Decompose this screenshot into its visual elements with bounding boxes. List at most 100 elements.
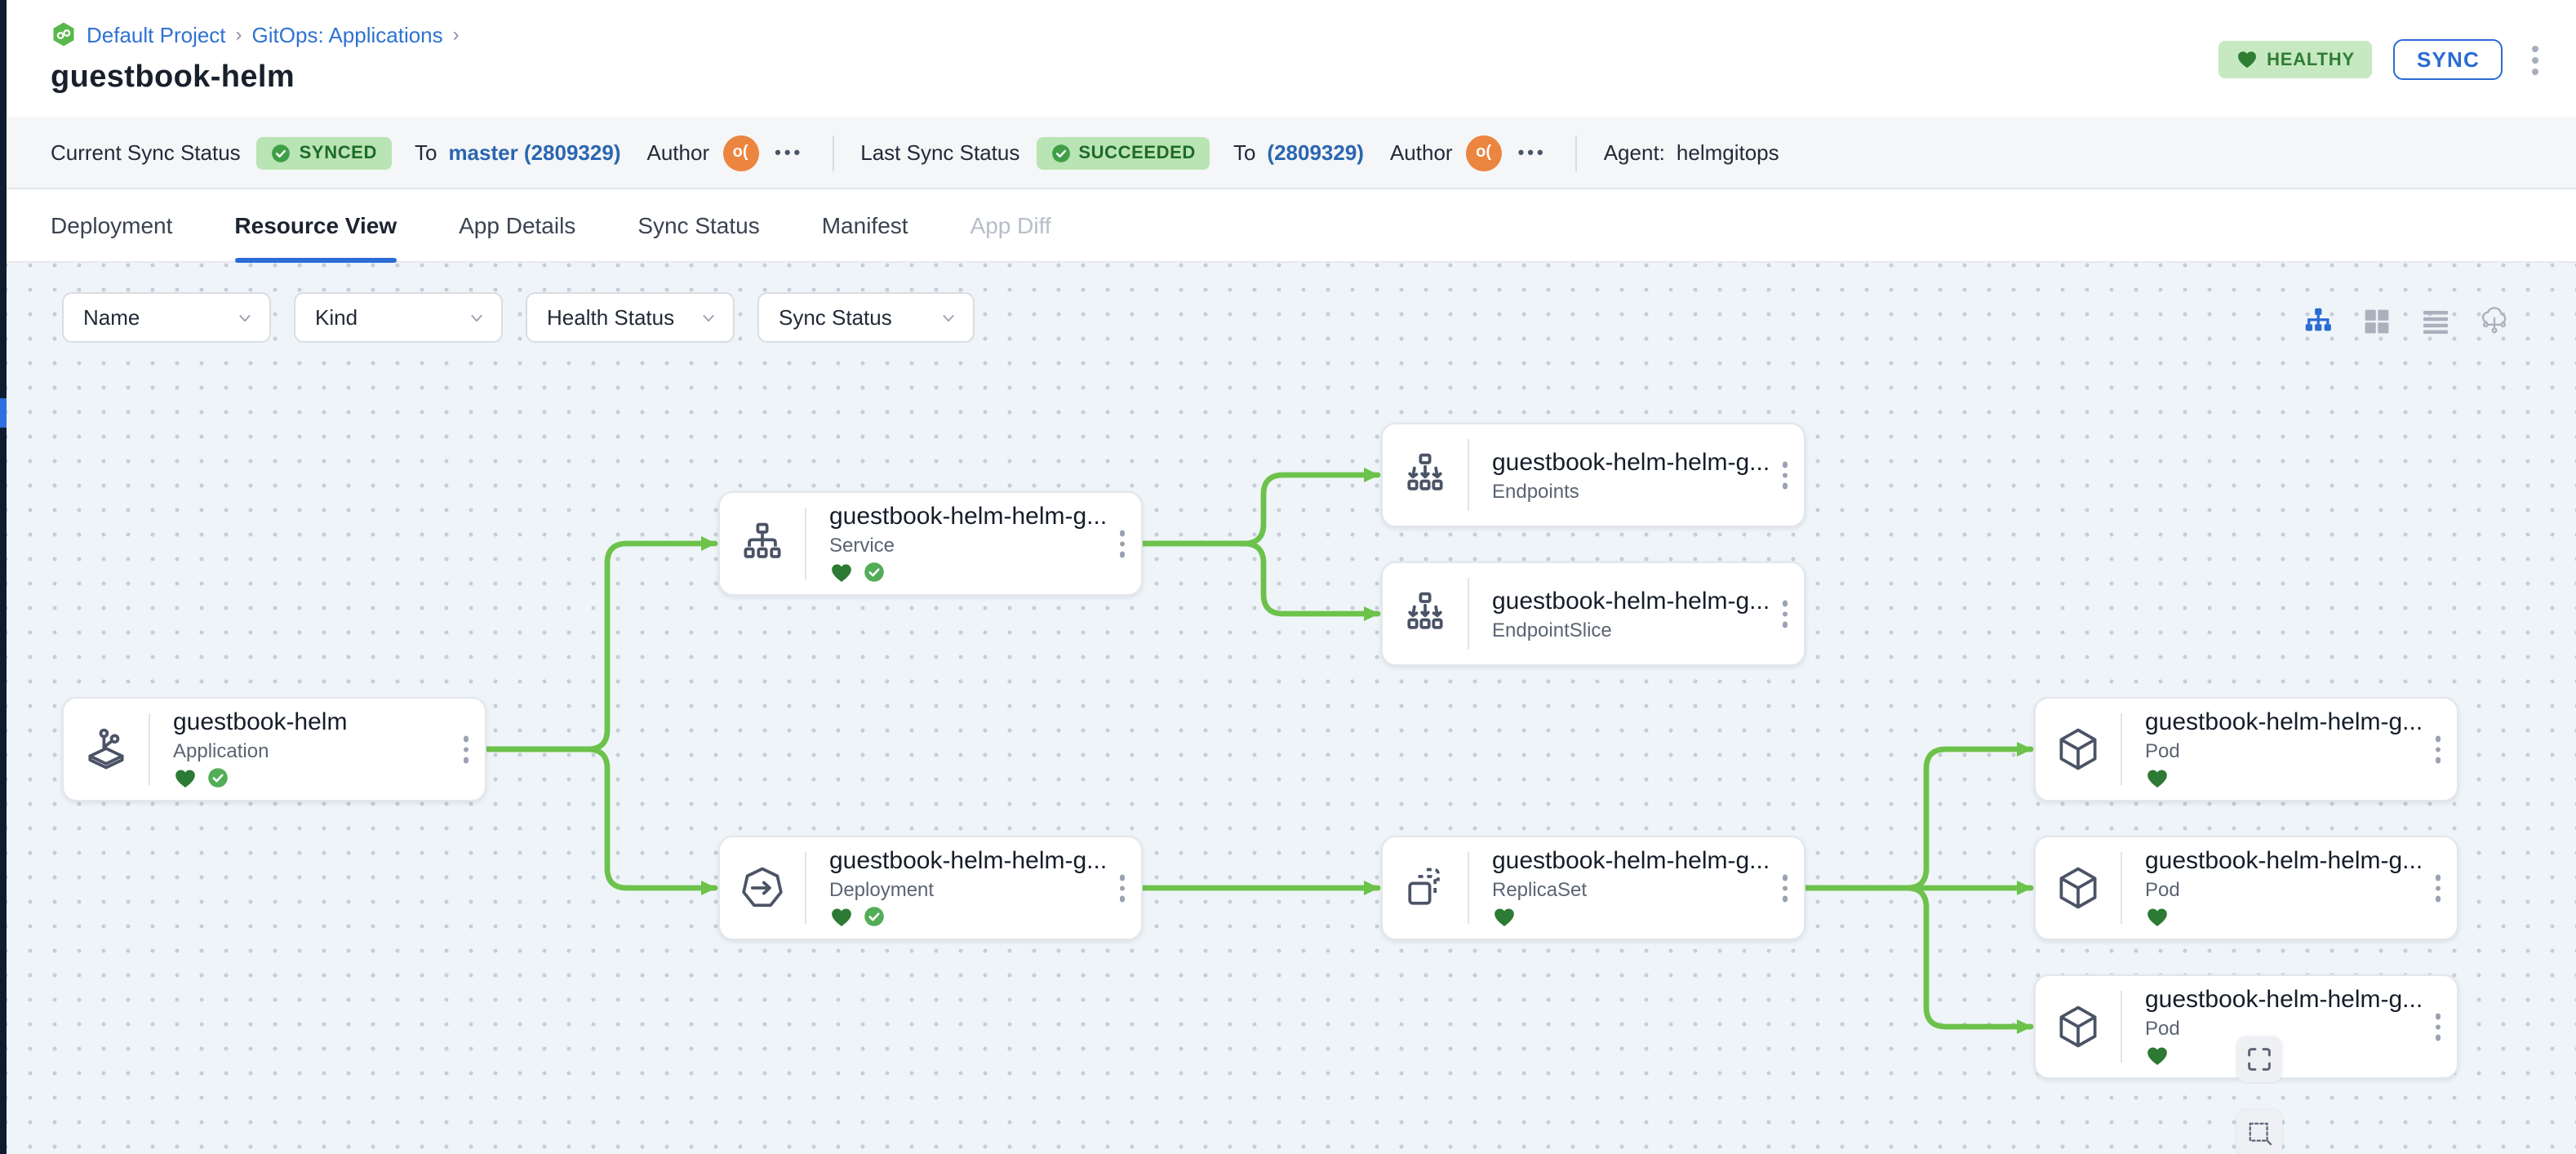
node-menu-button[interactable] [2428, 1007, 2447, 1047]
check-circle-icon [272, 143, 291, 162]
resource-node-deployment[interactable]: guestbook-helm-helm-g... Deployment [718, 836, 1143, 940]
resource-name: guestbook-helm-helm-g... [829, 847, 1108, 875]
tab-app-details[interactable]: App Details [459, 212, 576, 238]
collapsed-sidebar-rail[interactable] [0, 0, 7, 1154]
node-body: guestbook-helm-helm-g... ReplicaSet [1469, 837, 1804, 939]
health-heart-icon [829, 561, 854, 584]
sync-button[interactable]: SYNC [2393, 39, 2503, 80]
author-avatar[interactable]: o( [1465, 135, 1502, 171]
node-menu-button[interactable] [2428, 730, 2447, 770]
node-divider [2121, 713, 2122, 785]
node-body: guestbook-helm-helm-g... Deployment [806, 837, 1141, 939]
tab-deployment[interactable]: Deployment [51, 212, 173, 238]
filter-name-dropdown[interactable]: Name [62, 292, 271, 343]
node-menu-button[interactable] [1775, 868, 1794, 908]
filter-label: Kind [315, 305, 358, 330]
node-menu-button[interactable] [1113, 524, 1131, 564]
resource-kind: Endpoints [1492, 479, 1579, 502]
tab-app-diff[interactable]: App Diff [970, 212, 1051, 238]
commit-more-button[interactable]: ••• [1517, 143, 1547, 162]
node-divider [805, 508, 806, 579]
agent-label: Agent: [1603, 140, 1665, 165]
resource-name: guestbook-helm-helm-g... [1492, 847, 1770, 875]
resource-status-icons [2145, 766, 2457, 790]
grid-view-icon[interactable] [2361, 305, 2393, 338]
resource-name: guestbook-helm-helm-g... [829, 503, 1108, 530]
synced-check-icon [207, 767, 229, 788]
chevron-down-icon [237, 309, 253, 326]
breadcrumb-separator: › [235, 23, 242, 46]
resource-node-replicaset[interactable]: guestbook-helm-helm-g... ReplicaSet [1381, 836, 1805, 940]
agent-value: helmgitops [1676, 140, 1779, 165]
filter-sync-status-dropdown[interactable]: Sync Status [757, 292, 975, 343]
resource-node-pod[interactable]: guestbook-helm-helm-g... Pod [2034, 836, 2458, 940]
last-revision-link[interactable]: (2809329) [1267, 140, 1364, 165]
resource-name: guestbook-helm-helm-g... [2145, 986, 2423, 1014]
author-label: Author [646, 140, 710, 165]
resource-status-icons [829, 560, 1141, 584]
header-actions: HEALTHY SYNC [2218, 39, 2547, 80]
tree-view-icon[interactable] [2302, 305, 2334, 338]
node-menu-button[interactable] [2428, 868, 2447, 908]
synced-badge-label: SYNCED [299, 143, 377, 162]
resource-name: guestbook-helm-helm-g... [2145, 847, 2423, 875]
graph-edges [483, 468, 2034, 1034]
app-menu-button[interactable] [2524, 40, 2547, 79]
filter-label: Sync Status [779, 305, 892, 330]
view-mode-toggles [2302, 305, 2511, 338]
node-divider [1468, 439, 1469, 511]
tab-sync-status[interactable]: Sync Status [637, 212, 760, 238]
resource-node-pod[interactable]: guestbook-helm-helm-g... Pod [2034, 697, 2458, 801]
node-menu-button[interactable] [1113, 868, 1131, 908]
resource-node-application[interactable]: guestbook-helm Application [62, 697, 486, 801]
resource-status-icons [2145, 904, 2457, 929]
list-view-icon[interactable] [2419, 305, 2452, 338]
node-body: guestbook-helm-helm-g... Pod [2122, 699, 2457, 800]
resource-status-icons [829, 904, 1141, 929]
graph-edge [1802, 885, 2034, 1034]
resource-kind-icon [64, 699, 149, 800]
tab-resource-view[interactable]: Resource View [234, 189, 398, 263]
health-heart-icon [173, 766, 198, 789]
heart-icon [2236, 49, 2257, 70]
filter-kind-dropdown[interactable]: Kind [294, 292, 503, 343]
last-sync-status-label: Last Sync Status [860, 140, 1020, 165]
node-menu-button[interactable] [456, 730, 475, 770]
node-divider [2121, 852, 2122, 924]
health-status-badge: HEALTHY [2218, 41, 2373, 78]
chevron-down-icon [700, 309, 717, 326]
resource-node-service[interactable]: guestbook-helm-helm-g... Service [718, 491, 1143, 596]
succeeded-badge-label: SUCCEEDED [1078, 143, 1196, 162]
resource-kind-icon [2036, 976, 2121, 1077]
author-avatar[interactable]: o( [722, 135, 759, 171]
current-sync-status-label: Current Sync Status [51, 140, 241, 165]
author-label: Author [1389, 140, 1453, 165]
resource-kind-icon [720, 837, 805, 939]
commit-more-button[interactable]: ••• [775, 143, 804, 162]
resource-name: guestbook-helm-helm-g... [1492, 587, 1770, 615]
resource-node-endpointslice[interactable]: guestbook-helm-helm-g... EndpointSlice [1381, 561, 1805, 666]
chevron-down-icon [469, 309, 485, 326]
graph-edge [1802, 742, 2034, 891]
resource-graph-canvas[interactable]: Name Kind Health Status Sync Status [7, 263, 2576, 1154]
filter-health-status-dropdown[interactable]: Health Status [526, 292, 735, 343]
divider [1575, 135, 1578, 171]
tab-manifest[interactable]: Manifest [821, 212, 908, 238]
health-heart-icon [2145, 905, 2170, 928]
node-menu-button[interactable] [1775, 594, 1794, 634]
network-map-icon[interactable] [2478, 305, 2511, 338]
breadcrumb-applications-link[interactable]: GitOps: Applications [251, 22, 443, 47]
resource-node-endpoints[interactable]: guestbook-helm-helm-g... Endpoints [1381, 423, 1805, 527]
resource-status-icons [2145, 1043, 2457, 1067]
resource-kind-icon [2036, 699, 2121, 800]
node-divider [2121, 991, 2122, 1063]
node-menu-button[interactable] [1775, 455, 1794, 495]
resource-kind: ReplicaSet [1492, 878, 1588, 901]
marquee-select-button[interactable] [2236, 1110, 2282, 1154]
breadcrumb-project-link[interactable]: Default Project [87, 22, 226, 47]
current-revision-link[interactable]: master (2809329) [448, 140, 621, 165]
chevron-down-icon [940, 309, 957, 326]
fit-view-button[interactable] [2236, 1036, 2282, 1082]
synced-badge: SYNCED [256, 136, 392, 169]
resource-kind: Application [173, 739, 269, 762]
